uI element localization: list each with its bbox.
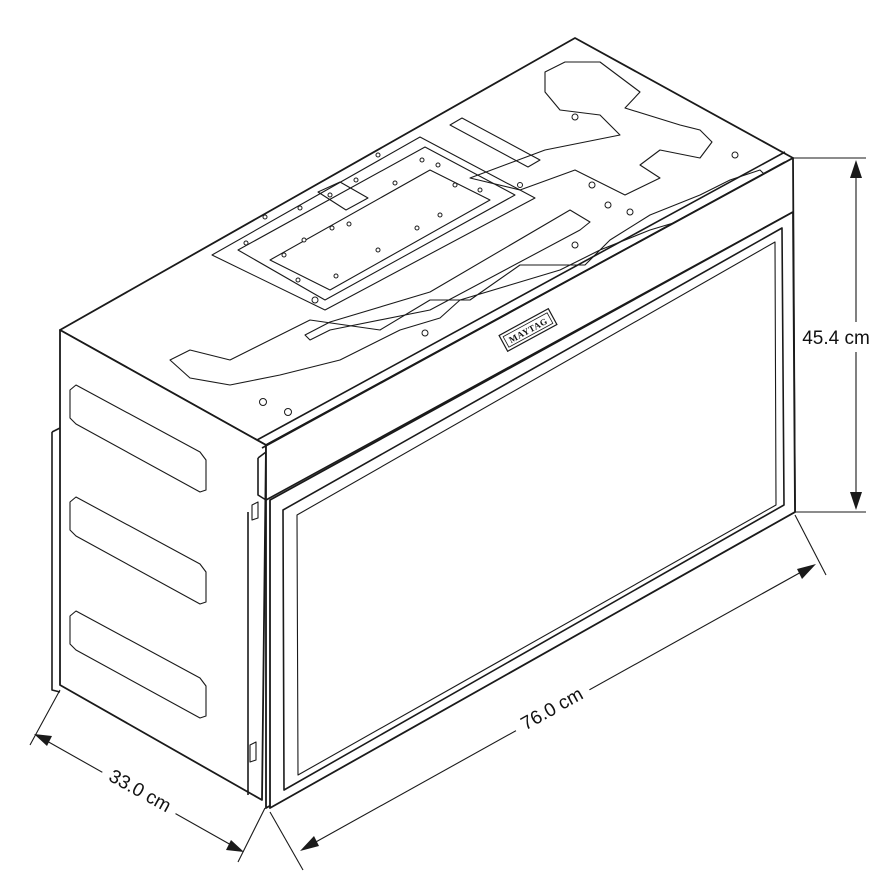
side-vent-slot [69, 384, 207, 493]
depth-arrow-right [226, 840, 244, 852]
height-label: 45.4 cm [802, 328, 870, 349]
top-mounting-holes [243, 113, 739, 416]
side-vent-slot [69, 496, 207, 605]
door-window [296, 241, 777, 776]
door-window-frame [282, 227, 785, 791]
depth-arrow-left [34, 734, 52, 746]
front-panel [249, 157, 796, 809]
width-arrow-left [300, 836, 319, 851]
height-arrow-bottom [850, 492, 862, 510]
height-dimension: 45.4 cm [793, 157, 890, 513]
side-panel [51, 329, 267, 801]
height-arrow-top [850, 160, 862, 178]
side-vent-slot [69, 610, 207, 719]
width-arrow-right [797, 564, 816, 579]
